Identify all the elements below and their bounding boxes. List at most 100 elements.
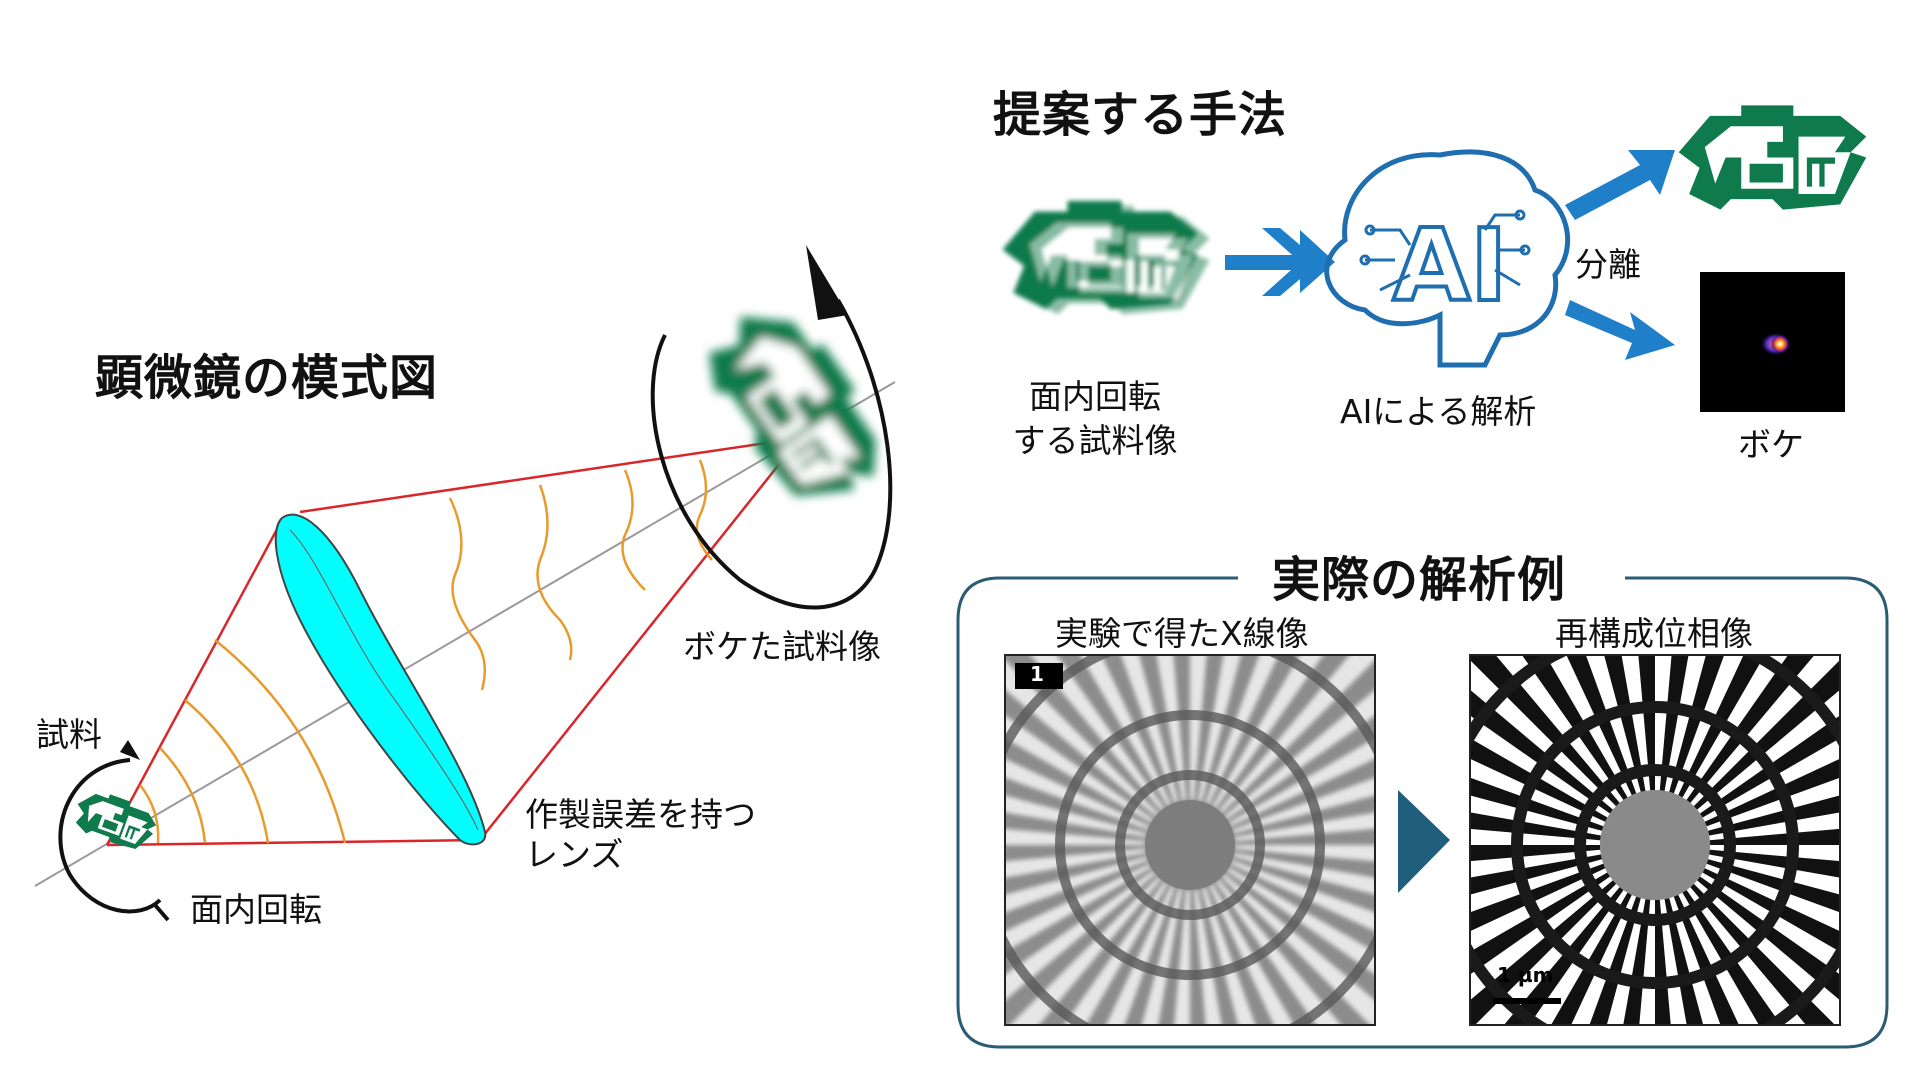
spoke xyxy=(1621,655,1651,791)
spoke xyxy=(1585,655,1641,794)
spoke-dark xyxy=(1706,859,1840,913)
microscope-title: 顕微鏡の模式図 xyxy=(95,350,439,406)
spoke-dark xyxy=(1659,655,1689,791)
wavefront-arcs-right xyxy=(448,459,713,691)
spoke xyxy=(1664,655,1706,792)
spoke-dark xyxy=(1589,896,1641,1025)
spoke-dark xyxy=(1686,655,1815,803)
lens-label-line2: レンズ xyxy=(525,835,624,874)
spoke xyxy=(1005,828,1146,845)
spoke xyxy=(1174,889,1190,1025)
spoke xyxy=(1470,758,1606,827)
spoke xyxy=(1106,885,1175,1025)
spoke xyxy=(1201,887,1256,1025)
spoke xyxy=(1005,870,1156,1001)
spoke xyxy=(1678,892,1759,1025)
spoke xyxy=(1470,828,1601,845)
spoke xyxy=(1212,655,1324,809)
spoke xyxy=(1141,888,1183,1025)
spoke xyxy=(1704,863,1840,932)
spoke-dark xyxy=(1470,863,1606,932)
wavefront-arcs-left xyxy=(139,639,347,844)
spoke xyxy=(1005,848,1146,878)
rotation-label: 面内回転 xyxy=(190,890,322,929)
experimental-xray-image xyxy=(1005,655,1375,1025)
spoke-dark xyxy=(1709,828,1840,845)
lens-label-line1: 作製誤差を持つ xyxy=(525,795,756,834)
spoke xyxy=(1470,876,1613,1001)
reconstruction-image-title: 再構成位相像 xyxy=(1555,614,1753,653)
spoke xyxy=(1156,655,1187,801)
spoke-dark xyxy=(1655,899,1671,1025)
spoke xyxy=(1495,655,1624,803)
spoke-dark xyxy=(1604,655,1646,792)
sample-label: 試料 xyxy=(36,715,102,754)
spoke xyxy=(1708,854,1840,895)
scale-bar xyxy=(1493,998,1561,1004)
spoke xyxy=(1221,873,1375,1025)
reconstructed-phase-image xyxy=(1470,655,1840,1025)
spoke xyxy=(1120,655,1179,803)
spoke-dark xyxy=(1673,894,1739,1025)
frame-badge-bg xyxy=(1015,663,1063,689)
spoke xyxy=(1215,879,1342,1025)
spoke xyxy=(1709,845,1840,862)
spoke xyxy=(1693,880,1840,1025)
spoke-dark xyxy=(1709,849,1840,878)
input-label-line2: する試料像 xyxy=(1012,421,1178,460)
spoke xyxy=(1005,795,1147,838)
blurred-sample-image xyxy=(688,287,902,523)
spoke xyxy=(1030,655,1165,811)
spoke xyxy=(1197,655,1241,802)
spoke-dark xyxy=(1470,812,1601,841)
spoke-dark xyxy=(1470,880,1617,1025)
method-title: 提案する手法 xyxy=(993,87,1288,143)
ai-analysis-label: AIによる解析 xyxy=(1340,392,1537,431)
spoke xyxy=(1010,876,1162,1025)
spoke xyxy=(1193,889,1222,1025)
spoke-dark xyxy=(1470,777,1604,831)
blurred-rotation-arrow xyxy=(650,245,893,610)
spoke xyxy=(1709,812,1840,841)
input-label: 面内回転 する試料像 xyxy=(995,375,1195,463)
spoke xyxy=(1639,899,1655,1025)
spoke xyxy=(1655,655,1672,791)
blurred-image-label: ボケた試料像 xyxy=(683,627,881,666)
spoke-dark xyxy=(1623,899,1651,1025)
experiment-image-title: 実験で得たX線像 xyxy=(1055,614,1309,653)
arrow-to-clean-image xyxy=(1565,150,1675,220)
sample-rotation-arrow xyxy=(58,740,170,922)
example-panel-frame xyxy=(956,576,1889,1049)
spoke xyxy=(1606,898,1646,1025)
blur-kernel-image xyxy=(1700,272,1845,412)
spoke xyxy=(1697,689,1840,814)
spoke xyxy=(1005,758,1150,830)
spoke xyxy=(1706,777,1840,831)
spoke xyxy=(1659,899,1687,1025)
spoke xyxy=(1234,845,1375,862)
spoke xyxy=(1233,852,1375,895)
spoke xyxy=(1005,856,1148,913)
scale-bar-label: 1 µm xyxy=(1497,963,1554,987)
spoke xyxy=(1230,860,1375,932)
spoke-dark xyxy=(1638,655,1655,791)
play-arrow-icon xyxy=(1398,790,1450,893)
spoke xyxy=(1234,812,1375,842)
spoke-dark xyxy=(1708,795,1840,836)
spoke-dark xyxy=(1690,883,1835,1025)
spoke xyxy=(1571,894,1637,1025)
spoke-dark xyxy=(1664,898,1704,1025)
spoke-dark xyxy=(1470,845,1601,862)
blur-label: ボケ xyxy=(1738,425,1804,464)
arrow-to-blur xyxy=(1565,300,1675,360)
spoke xyxy=(1669,896,1721,1025)
spoke xyxy=(1475,883,1620,1025)
spoke xyxy=(1224,689,1375,820)
spoke-dark xyxy=(1704,758,1840,827)
spoke xyxy=(1470,849,1601,878)
input-label-line1: 面内回転 xyxy=(1029,377,1161,416)
spoke-dark xyxy=(1566,655,1637,796)
spoke-dark xyxy=(1669,655,1725,794)
separation-label: 分離 xyxy=(1575,245,1641,284)
